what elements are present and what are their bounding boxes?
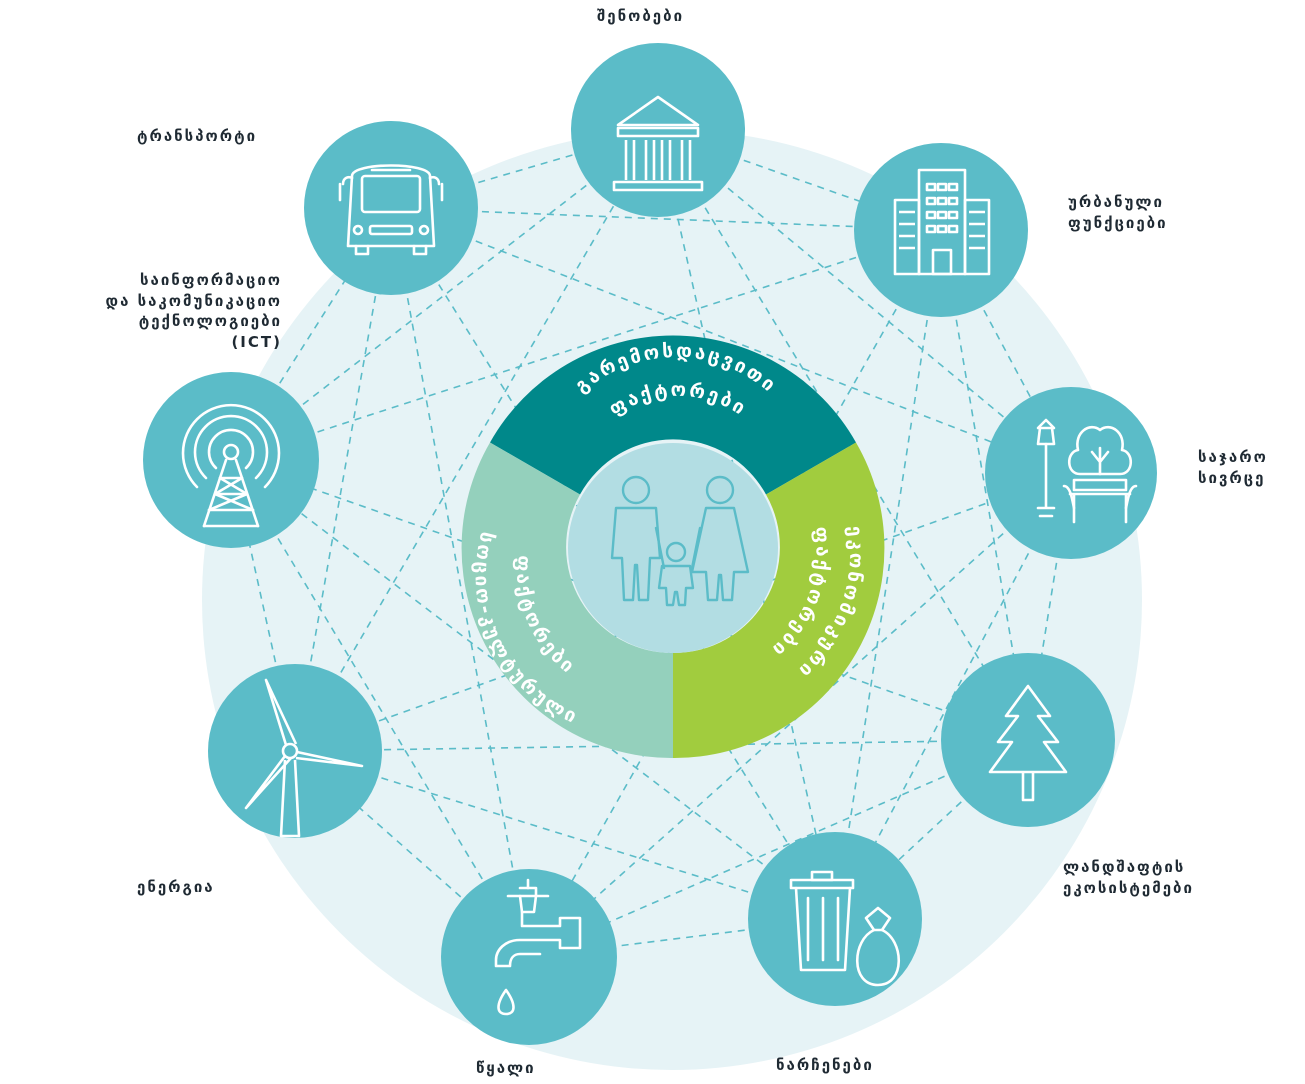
node-waste — [748, 832, 922, 1006]
segment-sociocultural — [461, 442, 673, 759]
label-buildings: შენობები — [597, 7, 685, 25]
label-energy: ენერგია — [137, 878, 215, 896]
node-public-space — [985, 387, 1157, 559]
node-energy — [208, 664, 382, 838]
node-ict — [143, 372, 319, 548]
park-bench-lamp-icon — [1036, 418, 1138, 524]
node-urban-functions — [854, 143, 1028, 317]
office-building-icon — [893, 168, 991, 276]
family-icon — [610, 475, 750, 607]
connector-line — [528, 472, 1072, 958]
factors-ring: გარემოსდაცვითი ფაქტორები ეკონომიკური ფაქ… — [461, 335, 885, 759]
node-transport — [304, 121, 478, 295]
bus-icon — [338, 164, 444, 256]
connector-line — [294, 207, 392, 752]
connector-line — [390, 207, 942, 231]
building-columns-icon — [612, 95, 704, 192]
radio-tower-icon — [181, 403, 281, 528]
segment-environmental — [490, 335, 856, 495]
water-tap-icon — [494, 878, 582, 1016]
label-transport: ტრანსპორტი — [137, 127, 258, 145]
connector-line — [294, 750, 836, 920]
connector-line — [294, 129, 659, 752]
node-water — [441, 869, 617, 1045]
connector-line — [230, 459, 530, 958]
connector-line — [657, 129, 1072, 474]
label-waste: ნარჩენები — [776, 1056, 874, 1074]
segment-economic — [673, 442, 885, 759]
center-disc — [568, 443, 778, 653]
pine-tree-icon — [988, 684, 1068, 802]
trash-bin-bag-icon — [789, 870, 901, 987]
label-water: წყალი — [476, 1059, 536, 1077]
wind-turbine-icon — [244, 678, 364, 838]
connector-line — [390, 207, 1072, 474]
node-buildings — [571, 43, 745, 217]
connector-line — [390, 207, 530, 958]
node-landscape-ecosystems — [941, 653, 1115, 827]
